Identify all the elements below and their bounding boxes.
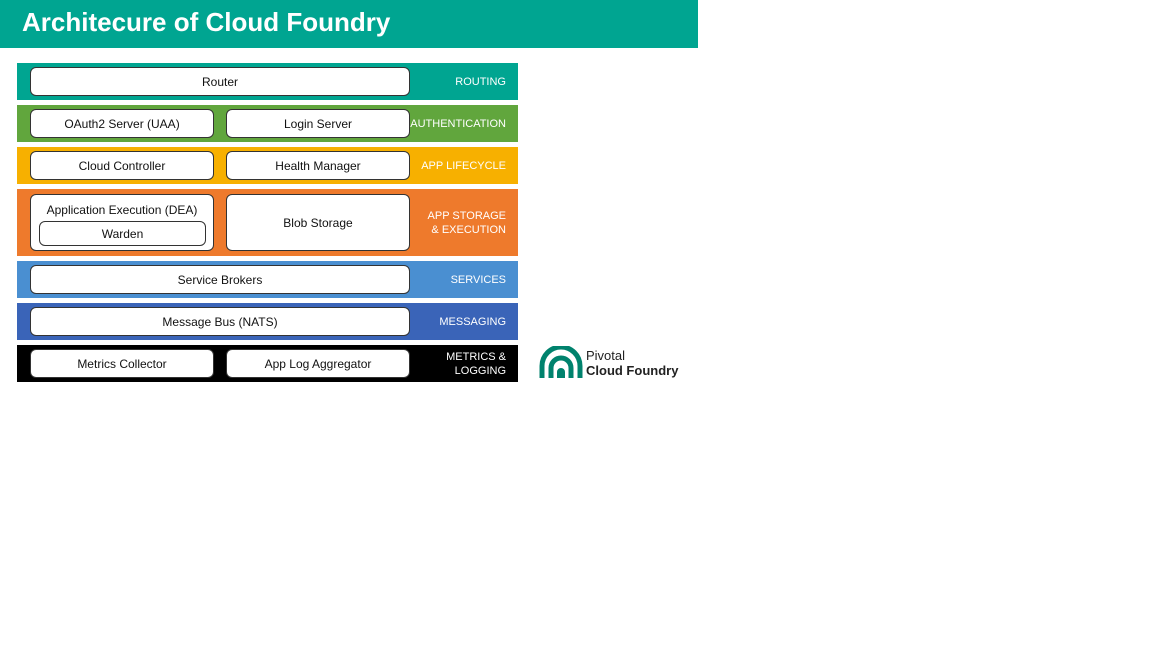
layer-authentication: OAuth2 Server (UAA) Login Server AUTHENT… xyxy=(17,105,518,142)
router-box: Router xyxy=(30,67,410,96)
message-bus-label: Message Bus (NATS) xyxy=(162,314,278,329)
health-manager-box: Health Manager xyxy=(226,151,410,180)
login-server-label: Login Server xyxy=(283,116,353,131)
health-manager-label: Health Manager xyxy=(275,158,361,173)
oauth2-server-box: OAuth2 Server (UAA) xyxy=(30,109,214,138)
metrics-collector-box: Metrics Collector xyxy=(30,349,214,378)
dea-box: Application Execution (DEA) Warden xyxy=(30,194,214,251)
oauth2-server-label: OAuth2 Server (UAA) xyxy=(64,116,180,131)
layer-metrics-logging: Metrics Collector App Log Aggregator MET… xyxy=(17,345,518,382)
layer-label-routing: ROUTING xyxy=(455,75,506,88)
login-server-box: Login Server xyxy=(226,109,410,138)
pivotal-arches-logo-icon xyxy=(539,346,583,378)
logo-line1: Pivotal xyxy=(586,348,626,363)
blob-storage-box: Blob Storage xyxy=(226,194,410,251)
cloud-controller-box: Cloud Controller xyxy=(30,151,214,180)
metrics-collector-label: Metrics Collector xyxy=(77,356,167,371)
layer-routing: Router ROUTING xyxy=(17,63,518,100)
layer-label-app-lifecycle: APP LIFECYCLE xyxy=(421,159,506,172)
blob-storage-label: Blob Storage xyxy=(283,215,353,230)
layer-services: Service Brokers SERVICES xyxy=(17,261,518,298)
router-label: Router xyxy=(201,74,239,89)
warden-label: Warden xyxy=(101,226,144,241)
layer-label-metrics-logging: METRICS &LOGGING xyxy=(446,350,506,377)
layer-app-lifecycle: Cloud Controller Health Manager APP LIFE… xyxy=(17,147,518,184)
page-title: Architecure of Cloud Foundry xyxy=(22,7,391,37)
cloud-controller-label: Cloud Controller xyxy=(78,158,166,173)
warden-box: Warden xyxy=(39,221,206,246)
dea-label: Application Execution (DEA) xyxy=(46,203,198,217)
layer-label-authentication: AUTHENTICATION xyxy=(410,117,506,130)
service-brokers-box: Service Brokers xyxy=(30,265,410,294)
message-bus-box: Message Bus (NATS) xyxy=(30,307,410,336)
service-brokers-label: Service Brokers xyxy=(177,272,263,287)
app-log-aggregator-box: App Log Aggregator xyxy=(226,349,410,378)
app-log-aggregator-label: App Log Aggregator xyxy=(264,356,372,371)
pivotal-cloud-foundry-logo: Pivotal Cloud Foundry xyxy=(539,346,699,382)
layer-messaging: Message Bus (NATS) MESSAGING xyxy=(17,303,518,340)
layer-label-app-storage-execution: APP STORAGE& EXECUTION xyxy=(427,209,506,236)
title-bar: Architecure of Cloud Foundry xyxy=(0,0,698,48)
layer-label-services: SERVICES xyxy=(450,273,506,286)
layer-label-messaging: MESSAGING xyxy=(439,315,506,328)
layer-app-storage-execution: Application Execution (DEA) Warden Blob … xyxy=(17,189,518,256)
logo-line2: Cloud Foundry xyxy=(586,363,679,378)
